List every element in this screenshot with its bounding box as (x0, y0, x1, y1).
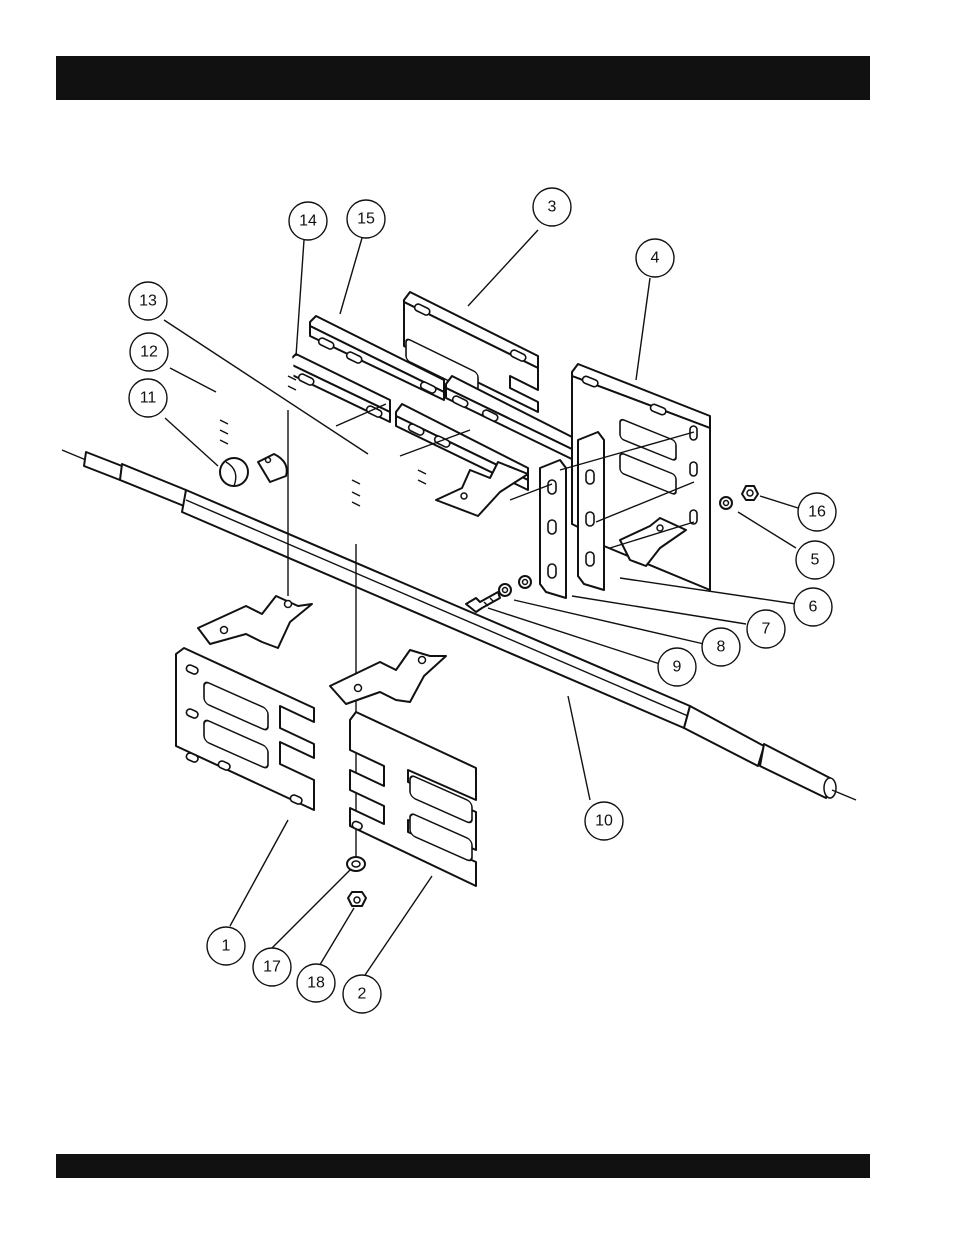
callout-2: 2 (343, 975, 381, 1013)
callout-14: 14 (289, 202, 327, 240)
callout-3: 3 (533, 188, 571, 226)
svg-text:17: 17 (263, 959, 281, 976)
nut-18 (348, 892, 366, 906)
saddle-clamp-2 (330, 650, 446, 704)
callout-13: 13 (129, 282, 167, 320)
nut-16 (742, 486, 758, 500)
svg-text:4: 4 (651, 250, 660, 267)
callout-7: 7 (747, 610, 785, 648)
svg-text:18: 18 (307, 975, 325, 992)
svg-text:15: 15 (357, 211, 375, 228)
end-caps-11 (220, 454, 287, 486)
callout-1: 1 (207, 927, 245, 965)
bolt-9 (466, 592, 500, 612)
svg-text:1: 1 (222, 938, 231, 955)
washer-17 (347, 857, 365, 871)
svg-text:2: 2 (358, 986, 367, 1003)
callout-8: 8 (702, 628, 740, 666)
svg-text:11: 11 (140, 390, 157, 407)
callout-4: 4 (636, 239, 674, 277)
strap-plate-6 (578, 432, 604, 590)
svg-text:14: 14 (299, 213, 317, 230)
svg-text:8: 8 (717, 639, 726, 656)
callout-16: 16 (798, 493, 836, 531)
u-bolt-13 (352, 430, 426, 512)
svg-text:3: 3 (548, 199, 557, 216)
saddle-clamp-upper (436, 462, 528, 516)
saddle-clamp-1 (198, 596, 312, 648)
callout-6: 6 (794, 588, 832, 626)
callout-18: 18 (297, 964, 335, 1002)
u-bolt-12 (220, 332, 296, 456)
callout-17: 17 (253, 948, 291, 986)
callout-11: 11 (129, 379, 167, 417)
mounting-plate-1 (176, 648, 314, 810)
svg-text:16: 16 (808, 504, 826, 521)
callout-12: 12 (130, 333, 168, 371)
svg-text:5: 5 (811, 552, 820, 569)
svg-text:10: 10 (595, 813, 613, 830)
mounting-plate-2 (350, 712, 476, 886)
callout-10: 10 (585, 802, 623, 840)
svg-text:9: 9 (673, 659, 682, 676)
callout-5: 5 (796, 541, 834, 579)
svg-text:6: 6 (809, 599, 818, 616)
callout-9: 9 (658, 648, 696, 686)
callout-15: 15 (347, 200, 385, 238)
washers-8 (499, 576, 531, 596)
strap-plate-7 (540, 460, 566, 598)
svg-text:13: 13 (139, 293, 157, 310)
washer-5 (720, 497, 732, 509)
svg-text:12: 12 (140, 344, 158, 361)
svg-text:7: 7 (762, 621, 771, 638)
